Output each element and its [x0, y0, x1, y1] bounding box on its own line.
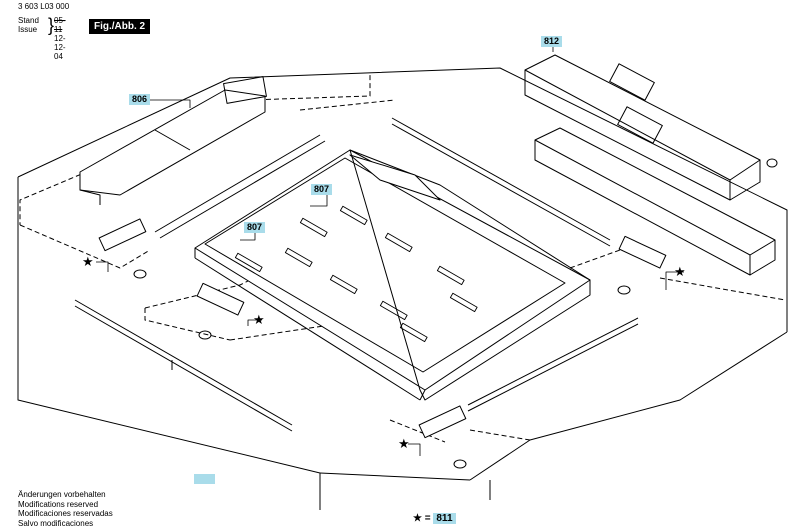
knobs	[133, 158, 778, 469]
stand-block: Stand Issue } 05-11 12-12-04	[18, 16, 66, 61]
stand-dates: 05-11 12-12-04	[54, 16, 66, 61]
stand-date: 05-11	[54, 16, 66, 34]
part-label-807-lower: 807	[244, 222, 266, 233]
figure-badge: Fig./Abb. 2	[89, 19, 151, 34]
label-leaders	[150, 44, 554, 241]
doc-number: 3 603 L03 000	[18, 2, 70, 11]
disclaimer-line: Modifications reserved	[18, 499, 99, 509]
issue-label: Issue	[18, 25, 38, 34]
disclaimer: Änderungen vorbehalten Modifications res…	[18, 490, 113, 528]
disclaimer-line: Salvo modificaciones	[18, 518, 94, 528]
star-leaders	[96, 261, 684, 456]
page-marker	[194, 474, 215, 484]
part-label-812: 812	[541, 36, 563, 47]
brace-icon: }	[48, 15, 55, 35]
disclaimer-line: Änderungen vorbehalten	[18, 490, 106, 499]
star-right: ★	[674, 264, 686, 279]
part-label-807-upper: 807	[311, 184, 333, 195]
outer-frame-outline	[17, 67, 788, 510]
legend-equals: =	[424, 513, 431, 524]
star-bottom: ★	[398, 436, 410, 451]
legend: ★ = 811	[413, 513, 456, 524]
rail-812	[524, 54, 776, 276]
clamps	[98, 218, 667, 439]
disclaimer-line: Modificaciones reservadas	[18, 509, 113, 518]
tray-brackets	[234, 205, 478, 343]
table-tray	[194, 149, 591, 401]
issue-date: 12-12-04	[54, 34, 66, 61]
part-label-806: 806	[129, 94, 151, 105]
legend-star-icon: ★	[413, 513, 422, 524]
rods	[74, 117, 639, 432]
legend-part-811: 811	[433, 513, 456, 524]
star-left: ★	[82, 254, 94, 269]
stand-label: Stand	[18, 16, 39, 25]
rail-806	[79, 76, 267, 205]
star-mid-left: ★	[253, 312, 265, 327]
